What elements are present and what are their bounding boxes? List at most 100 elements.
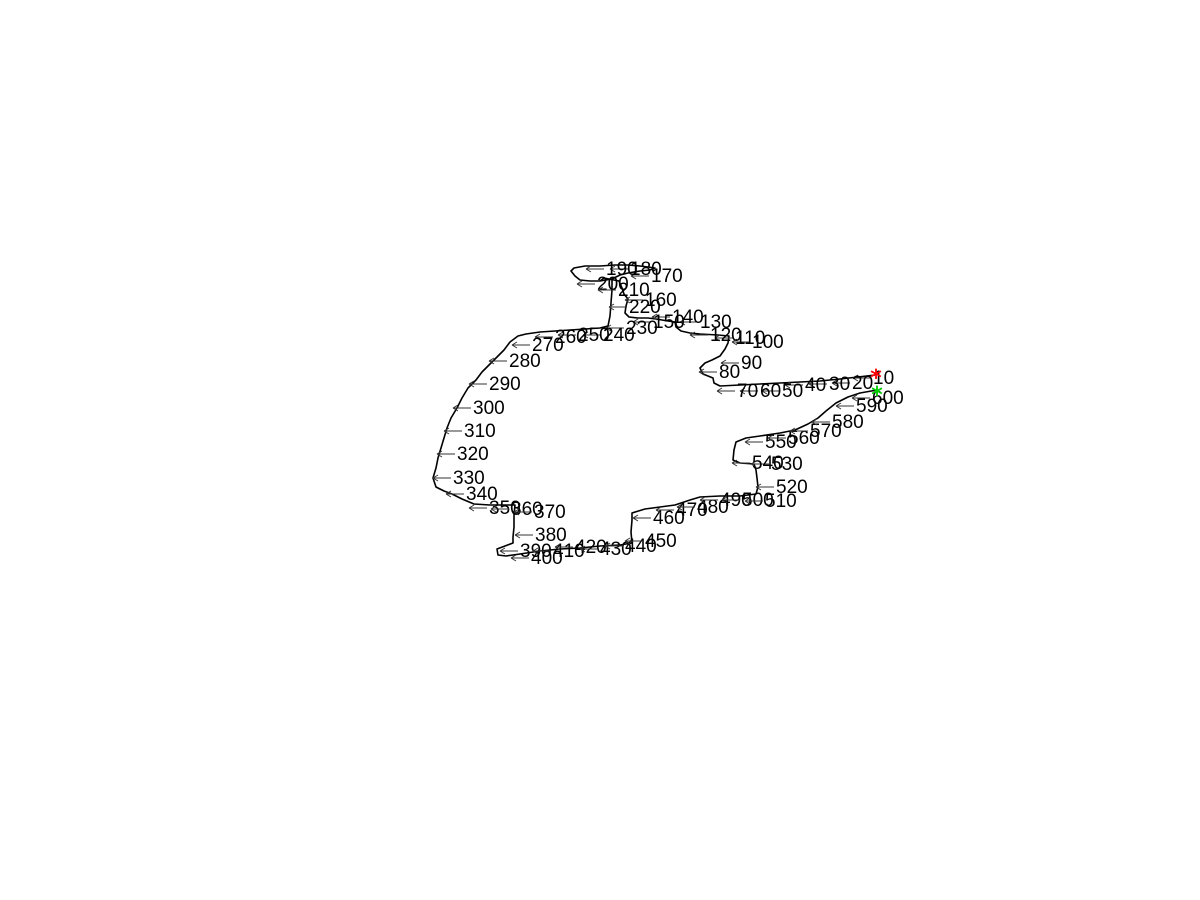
label-arrow — [630, 272, 649, 280]
label-arrow — [789, 427, 808, 435]
label-arrow — [488, 357, 507, 365]
index-label: 290 — [489, 374, 521, 395]
index-label: 230 — [626, 318, 658, 339]
index-label: 260 — [555, 327, 587, 348]
label-arrow — [499, 547, 518, 555]
label-arrow — [699, 496, 718, 504]
label-arrow — [784, 381, 803, 389]
label-arrow — [452, 404, 471, 412]
label-arrow — [468, 504, 487, 512]
label-arrow — [698, 368, 717, 376]
label-arrow — [750, 460, 769, 468]
index-label: 580 — [832, 412, 864, 433]
label-arrow — [831, 379, 850, 387]
index-label: 520 — [776, 477, 808, 498]
label-arrow — [761, 387, 780, 395]
label-arrow — [744, 438, 763, 446]
index-label: 10 — [873, 368, 894, 389]
label-arrow — [852, 374, 871, 382]
index-label: 210 — [618, 280, 650, 301]
index-label: 460 — [653, 508, 685, 529]
label-arrow — [679, 318, 698, 326]
label-arrow — [597, 286, 616, 294]
label-arrow — [689, 331, 708, 339]
label-arrow — [714, 334, 733, 342]
index-label: 140 — [672, 307, 704, 328]
index-label: 30 — [829, 374, 850, 395]
label-arrow — [632, 318, 651, 326]
index-label: 570 — [810, 421, 842, 442]
index-label: 300 — [473, 398, 505, 419]
label-arrow — [716, 387, 735, 395]
label-arrow — [532, 547, 551, 555]
label-arrow — [585, 265, 604, 273]
label-arrow — [582, 331, 601, 339]
index-label: 550 — [765, 432, 797, 453]
index-label: 190 — [606, 259, 638, 280]
label-arrow — [655, 506, 674, 514]
index-label: 420 — [575, 537, 607, 558]
index-label: 100 — [752, 332, 784, 353]
index-label: 270 — [532, 335, 564, 356]
index-label: 220 — [629, 297, 661, 318]
label-arrow — [811, 418, 830, 426]
index-label: 560 — [788, 428, 820, 449]
index-label: 40 — [805, 375, 826, 396]
label-arrow — [767, 434, 786, 442]
index-label: 470 — [676, 500, 708, 521]
index-label: 330 — [453, 468, 485, 489]
end-marker: * — [871, 383, 883, 408]
index-label: 380 — [535, 525, 567, 546]
label-arrow — [609, 265, 628, 273]
label-arrow — [624, 537, 643, 545]
label-arrow — [731, 338, 750, 346]
index-label: 370 — [534, 502, 566, 523]
index-label: 310 — [464, 421, 496, 442]
label-arrow — [510, 554, 529, 562]
label-arrow — [576, 280, 595, 288]
label-arrow — [731, 459, 750, 467]
index-label: 120 — [710, 325, 742, 346]
label-arrow — [468, 380, 487, 388]
index-label: 50 — [782, 381, 803, 402]
index-label: 530 — [771, 454, 803, 475]
label-arrow — [511, 341, 530, 349]
label-arrow — [651, 313, 670, 321]
index-label: 450 — [645, 531, 677, 552]
index-label: 90 — [741, 353, 762, 374]
label-arrow — [605, 324, 624, 332]
label-arrow — [721, 496, 740, 504]
index-label: 540 — [752, 453, 784, 474]
label-arrow — [534, 333, 553, 341]
index-label: 340 — [466, 484, 498, 505]
label-arrow — [557, 331, 576, 339]
label-arrow — [632, 514, 651, 522]
index-label: 160 — [645, 290, 677, 311]
index-label: 170 — [651, 266, 683, 287]
index-label: 110 — [735, 328, 765, 349]
label-arrow — [554, 543, 573, 551]
index-label: 20 — [852, 373, 873, 394]
label-arrow — [608, 303, 627, 311]
label-arrow — [513, 508, 532, 516]
label-arrow — [432, 474, 451, 482]
label-arrow — [835, 402, 854, 410]
label-arrow — [851, 394, 870, 402]
index-label: 400 — [531, 548, 563, 569]
label-arrow — [579, 545, 598, 553]
index-label: 480 — [697, 497, 729, 518]
label-arrow — [514, 531, 533, 539]
start-marker: * — [870, 366, 882, 391]
index-label: 180 — [630, 259, 662, 280]
label-arrow — [739, 387, 758, 395]
index-label: 280 — [509, 351, 541, 372]
label-arrow — [720, 359, 739, 367]
label-arrow — [624, 296, 643, 304]
index-label: 590 — [856, 396, 888, 417]
index-label: 60 — [760, 381, 781, 402]
label-arrow — [808, 380, 827, 388]
contour-outline-upper — [570, 264, 876, 387]
index-label: 130 — [700, 312, 732, 333]
index-label: 70 — [737, 381, 758, 402]
